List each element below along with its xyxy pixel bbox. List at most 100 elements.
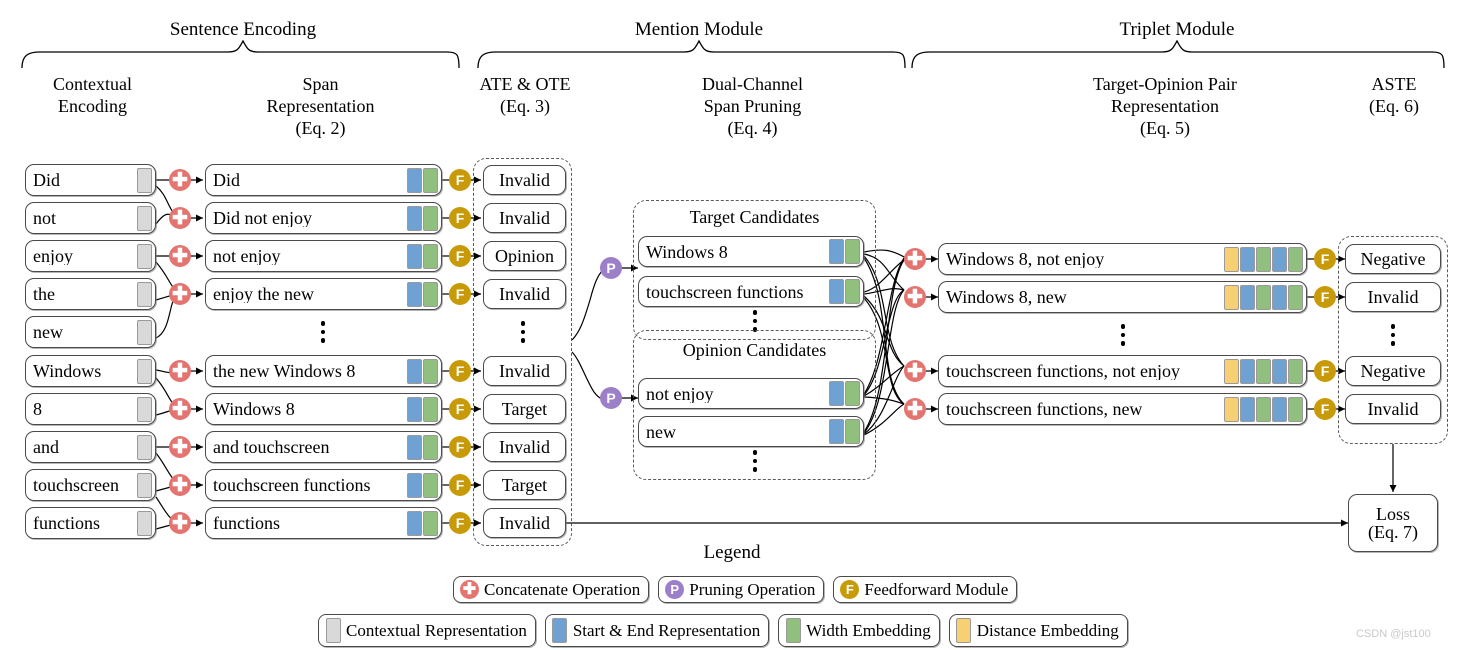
blue-embedding-chip bbox=[406, 243, 422, 269]
span-label: Windows 8 bbox=[213, 400, 295, 418]
concatenate-badge[interactable]: ✚ bbox=[169, 207, 191, 229]
concatenate-badge[interactable]: ✚ bbox=[169, 436, 191, 458]
legend-label: Concatenate Operation bbox=[484, 580, 641, 599]
pair-box[interactable]: Windows 8, not enjoy bbox=[938, 243, 1307, 275]
pair-concatenate-badge[interactable]: ✚ bbox=[904, 286, 926, 308]
green-embedding-chip bbox=[844, 419, 860, 444]
prune-icon: P bbox=[665, 580, 685, 599]
concatenate-badge[interactable]: ✚ bbox=[169, 245, 191, 267]
concatenate-badge[interactable]: ✚ bbox=[169, 283, 191, 305]
pair-box[interactable]: touchscreen functions, new bbox=[938, 393, 1307, 425]
chip-group bbox=[406, 167, 441, 193]
token-box[interactable]: touchscreen bbox=[25, 469, 156, 501]
feedforward-badge[interactable]: F bbox=[449, 474, 471, 496]
span-box[interactable]: Did not enjoy bbox=[205, 202, 442, 234]
ate-ote-label-box[interactable]: Invalid bbox=[483, 508, 566, 538]
target-candidate-box[interactable]: Windows 8 bbox=[638, 236, 864, 267]
concatenate-badge[interactable]: ✚ bbox=[169, 169, 191, 191]
aste-label-box[interactable]: Negative bbox=[1345, 244, 1441, 274]
blue-embedding-chip bbox=[1239, 396, 1255, 422]
span-box[interactable]: touchscreen functions bbox=[205, 469, 442, 501]
token-label: Windows bbox=[33, 362, 102, 380]
chip-group bbox=[1223, 246, 1306, 272]
ate-ote-label: Invalid bbox=[499, 208, 550, 228]
ate-ote-label-box[interactable]: Target bbox=[483, 470, 566, 500]
pair-feedforward-badge[interactable]: F bbox=[1314, 360, 1336, 382]
token-box[interactable]: Did bbox=[25, 164, 156, 196]
ate-ote-label-box[interactable]: Invalid bbox=[483, 432, 566, 462]
ate-ote-label-box[interactable]: Opinion bbox=[483, 241, 566, 271]
grey-embedding-chip bbox=[136, 358, 152, 384]
chip-group bbox=[136, 510, 155, 536]
span-box[interactable]: and touchscreen bbox=[205, 431, 442, 463]
pair-feedforward-badge[interactable]: F bbox=[1314, 248, 1336, 270]
feedforward-badge[interactable]: F bbox=[449, 207, 471, 229]
aste-label-box[interactable]: Negative bbox=[1345, 356, 1441, 386]
pair-concatenate-badge[interactable]: ✚ bbox=[904, 248, 926, 270]
token-box[interactable]: new bbox=[25, 316, 156, 348]
legend-label: Width Embedding bbox=[806, 621, 931, 640]
feedforward-badge[interactable]: F bbox=[449, 512, 471, 534]
watermark: CSDN @jst100 bbox=[1356, 628, 1431, 640]
span-label: the new Windows 8 bbox=[213, 362, 356, 380]
span-box[interactable]: Did bbox=[205, 164, 442, 196]
green-embedding-chip bbox=[1287, 246, 1303, 272]
ate-ote-label-box[interactable]: Target bbox=[483, 394, 566, 424]
feedforward-badge[interactable]: F bbox=[449, 283, 471, 305]
token-box[interactable]: Windows bbox=[25, 355, 156, 387]
pair-concatenate-badge[interactable]: ✚ bbox=[904, 360, 926, 382]
token-box[interactable]: not bbox=[25, 202, 156, 234]
pruning-badge-target[interactable]: P bbox=[600, 257, 622, 279]
span-box[interactable]: enjoy the new bbox=[205, 278, 442, 310]
pair-box[interactable]: touchscreen functions, not enjoy bbox=[938, 355, 1307, 387]
ate-ote-label-box[interactable]: Invalid bbox=[483, 279, 566, 309]
blue-embedding-chip bbox=[1271, 284, 1287, 310]
token-box[interactable]: enjoy bbox=[25, 240, 156, 272]
token-box[interactable]: the bbox=[25, 278, 156, 310]
span-box[interactable]: not enjoy bbox=[205, 240, 442, 272]
aste-label-box[interactable]: Invalid bbox=[1345, 394, 1441, 424]
span-label: Did not enjoy bbox=[213, 209, 312, 227]
ate-ote-label-box[interactable]: Invalid bbox=[483, 203, 566, 233]
concatenate-badge[interactable]: ✚ bbox=[169, 512, 191, 534]
feedforward-badge[interactable]: F bbox=[449, 436, 471, 458]
aste-label-box[interactable]: Invalid bbox=[1345, 282, 1441, 312]
ellipsis bbox=[1378, 322, 1408, 348]
pair-concatenate-badge[interactable]: ✚ bbox=[904, 398, 926, 420]
opinion-candidate-box[interactable]: not enjoy bbox=[638, 378, 864, 409]
feedforward-badge[interactable]: F bbox=[449, 398, 471, 420]
token-box[interactable]: and bbox=[25, 431, 156, 463]
blue-embedding-chip bbox=[828, 381, 844, 406]
feedforward-badge[interactable]: F bbox=[449, 245, 471, 267]
pair-feedforward-badge[interactable]: F bbox=[1314, 398, 1336, 420]
span-label: touchscreen functions bbox=[213, 476, 371, 494]
ate-ote-label-box[interactable]: Invalid bbox=[483, 356, 566, 386]
column-title-line3: (Eq. 2) bbox=[295, 118, 346, 138]
concatenate-badge[interactable]: ✚ bbox=[169, 398, 191, 420]
ate-ote-label-box[interactable]: Invalid bbox=[483, 165, 566, 195]
target-candidate-box[interactable]: touchscreen functions bbox=[638, 276, 864, 307]
column-title-line2: (Eq. 3) bbox=[500, 96, 550, 116]
opinion-candidate-box[interactable]: new bbox=[638, 416, 864, 447]
concatenate-badge[interactable]: ✚ bbox=[169, 360, 191, 382]
token-box[interactable]: 8 bbox=[25, 393, 156, 425]
span-box[interactable]: functions bbox=[205, 507, 442, 539]
pair-feedforward-badge[interactable]: F bbox=[1314, 286, 1336, 308]
token-box[interactable]: functions bbox=[25, 507, 156, 539]
pair-box[interactable]: Windows 8, new bbox=[938, 281, 1307, 313]
chip-group bbox=[136, 434, 155, 460]
feedforward-badge[interactable]: F bbox=[449, 360, 471, 382]
concatenate-badge[interactable]: ✚ bbox=[169, 474, 191, 496]
feedforward-badge[interactable]: F bbox=[449, 169, 471, 191]
yellow-embedding-chip bbox=[1223, 284, 1239, 310]
blue-embedding-chip bbox=[828, 239, 844, 264]
span-box[interactable]: the new Windows 8 bbox=[205, 355, 442, 387]
aste-group bbox=[1338, 236, 1448, 444]
span-box[interactable]: Windows 8 bbox=[205, 393, 442, 425]
aste-label: Negative bbox=[1360, 249, 1426, 269]
ate-ote-label: Invalid bbox=[499, 170, 550, 190]
column-title-line2: (Eq. 6) bbox=[1369, 96, 1419, 116]
pruning-badge-opinion[interactable]: P bbox=[600, 387, 622, 409]
loss-line2: (Eq. 7) bbox=[1368, 522, 1418, 542]
